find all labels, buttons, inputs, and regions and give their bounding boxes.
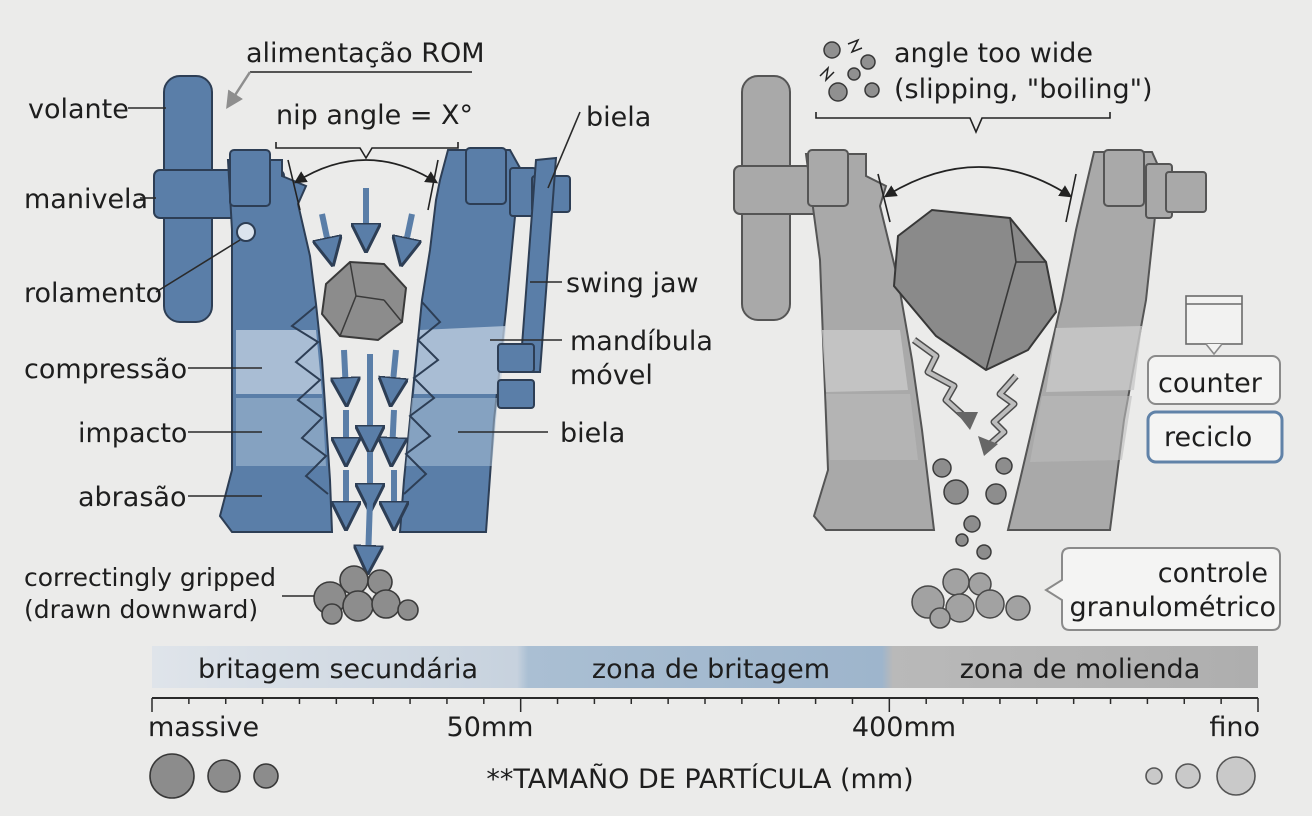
label-abrasao: abrasão — [78, 482, 186, 513]
label-reciclo: reciclo — [1164, 422, 1252, 453]
counter-box-icon — [1185, 295, 1243, 345]
label-controle-2: granulométrico — [1070, 592, 1277, 623]
zone-label-3: zona de molienda — [960, 654, 1201, 685]
nip-angle-arc — [293, 159, 439, 184]
scale-ticks — [151, 698, 1259, 712]
counter-bubble — [1147, 355, 1281, 405]
label-rolamento: rolamento — [24, 278, 162, 309]
reciclo-box — [1146, 410, 1284, 464]
right-crusher: angle too wide (slipping, "boiling") cou… — [733, 38, 1284, 631]
bouncing-rocks-icon — [819, 38, 880, 102]
oversize-rock — [892, 208, 1058, 372]
axis-title: **TAMAÑO DE PARTÍCULA (mm) — [486, 763, 913, 795]
label-volante: volante — [28, 94, 129, 125]
label-controle-1: controle — [1158, 558, 1268, 589]
zone-label-2: zona de britagem — [592, 654, 830, 685]
tick-label-50mm: 50mm — [447, 712, 534, 743]
jaw-teeth-left — [290, 305, 329, 495]
bearing — [236, 222, 256, 242]
label-counter: counter — [1158, 368, 1263, 399]
tick-label-massive: massive — [148, 712, 259, 743]
left-crusher: alimentação ROM nip angle = X° volante m… — [24, 38, 713, 625]
label-gripped-2: (drawn downward) — [24, 595, 258, 624]
zone-label-1: britagem secundária — [198, 654, 478, 685]
label-biela-mid: biela — [560, 418, 625, 449]
product-pile-right — [911, 568, 1031, 629]
wide-angle-arc — [883, 166, 1073, 198]
label-swing-jaw: swing jaw — [566, 268, 699, 299]
size-icons-large — [149, 753, 279, 799]
tick-label-fino: fino — [1209, 712, 1260, 743]
material-flow-arrows — [322, 188, 412, 560]
controle-bubble — [1044, 547, 1281, 631]
label-mandibula-1: mandíbula — [570, 326, 713, 357]
size-icons-small — [1145, 756, 1256, 796]
label-impacto: impacto — [78, 418, 187, 449]
product-pile-left — [313, 565, 419, 625]
label-slipping: (slipping, "boiling") — [894, 74, 1153, 105]
tick-label-400mm: 400mm — [852, 712, 956, 743]
label-angle-too-wide: angle too wide — [894, 38, 1093, 69]
feed-rock — [320, 260, 408, 342]
jaw-teeth-right — [403, 301, 442, 495]
label-gripped-1: correctingly gripped — [24, 563, 276, 592]
falling-particles — [932, 457, 1013, 560]
label-biela-top: biela — [586, 102, 651, 133]
label-manivela: manivela — [24, 184, 148, 215]
label-mandibula-2: móvel — [570, 360, 653, 391]
connecting-rod — [518, 156, 558, 373]
feed-label: alimentação ROM — [246, 38, 485, 69]
zone-band — [152, 646, 1258, 688]
label-compressao: compressão — [24, 354, 187, 385]
nip-angle-label: nip angle = X° — [276, 100, 473, 131]
particle-size-scale: britagem secundária zona de britagem zon… — [148, 646, 1260, 799]
